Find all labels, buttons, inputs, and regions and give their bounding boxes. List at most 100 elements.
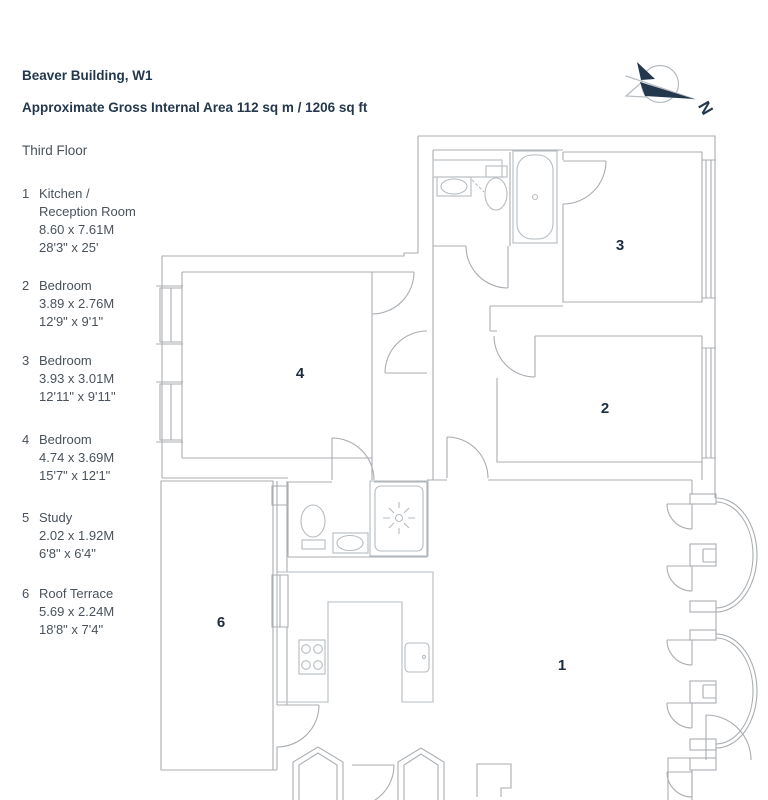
area-line: Approximate Gross Internal Area 112 sq m…	[22, 100, 368, 115]
room-metric: 8.60 x 7.61M	[39, 222, 115, 237]
bay1-door-leaf-top	[666, 503, 693, 530]
bay3-door-leaf	[666, 771, 693, 798]
toilet2-tank	[301, 539, 326, 550]
room-metric: 3.93 x 3.01M	[39, 371, 115, 386]
walls	[156, 135, 717, 800]
terrace-outline	[160, 480, 274, 771]
sink2-icon	[336, 534, 364, 552]
bathroom-sink-icon	[440, 178, 468, 195]
room-name: Roof Terrace	[39, 586, 114, 601]
plan-label-room1: 1	[558, 657, 566, 674]
room-metric: 5.69 x 2.24M	[39, 604, 115, 619]
room-imperial: 28'3" x 25'	[39, 240, 99, 255]
room-name: Bedroom	[39, 278, 92, 293]
door-kitchen	[276, 704, 320, 748]
room-list-item-6: 6 Roof Terrace 5.69 x 2.24M 18'8" x 7'4"	[22, 585, 114, 639]
right-wall-segments	[667, 612, 717, 800]
room-metric: 4.74 x 3.69M	[39, 450, 115, 465]
room-name: Bedroom	[39, 353, 92, 368]
room4-window-upper	[156, 285, 183, 345]
toilet2-icon	[300, 504, 326, 538]
shower-head-icon	[383, 502, 415, 534]
room-number: 1	[22, 186, 30, 201]
room2-window	[702, 347, 716, 459]
door-bottom-right	[705, 714, 752, 761]
door-bathroom	[465, 245, 509, 289]
bathroom-walls	[432, 150, 511, 247]
room3-walls	[562, 151, 703, 303]
bay-window-bottom-mid	[397, 747, 445, 800]
room-name: Study	[39, 510, 73, 525]
room-number: 6	[22, 586, 30, 601]
bay2-arc	[715, 633, 758, 749]
shower-room-window	[271, 485, 289, 506]
bottom-wall-stub	[476, 763, 512, 797]
room-metric: 2.02 x 1.92M	[39, 528, 115, 543]
room-list-item-4: 4 Bedroom 4.74 x 3.69M 15'7" x 12'1"	[22, 431, 114, 485]
sink2-unit	[332, 532, 369, 554]
room-list-item-3: 3 Bedroom 3.93 x 3.01M 12'11" x 9'11"	[22, 352, 116, 406]
room4-walls	[181, 271, 373, 459]
toilet-tank	[485, 165, 508, 178]
room-number: 3	[22, 353, 30, 368]
door-room1	[446, 436, 489, 479]
shower-room-walls	[287, 481, 428, 558]
plan-label-room4: 4	[296, 365, 305, 382]
kitchen-sink-icon	[404, 642, 430, 673]
room-number: 2	[22, 278, 30, 293]
outer-wall-top-right	[418, 135, 716, 498]
room2-walls	[496, 335, 703, 463]
bathtub-drain	[531, 193, 539, 201]
shower-tray	[374, 485, 424, 552]
bay2-door-leaf-bottom	[666, 702, 693, 729]
door-hall-top	[371, 271, 415, 315]
bathtub-icon	[516, 154, 554, 240]
door-room2	[493, 335, 536, 378]
room-list-item-5: 5 Study 2.02 x 1.92M 6'8" x 6'4"	[22, 509, 114, 563]
door-shower-room	[331, 437, 375, 481]
door-hall-mid	[384, 330, 428, 374]
bay1-arc	[715, 497, 758, 613]
room-list-item-2: 2 Bedroom 3.89 x 2.76M 12'9" x 9'1"	[22, 277, 114, 331]
plan-label-room6: 6	[217, 614, 225, 631]
stove-icon	[298, 639, 326, 675]
room-metric: 3.89 x 2.76M	[39, 296, 115, 311]
room-imperial: 18'8" x 7'4"	[39, 622, 104, 637]
room-number: 4	[22, 432, 30, 447]
outer-wall-left	[161, 136, 419, 478]
sink-unit	[436, 176, 472, 197]
compass-needle-small	[637, 62, 655, 80]
kitchen-counter	[276, 571, 434, 703]
floor-name: Third Floor	[22, 143, 88, 158]
plan-label-room3: 3	[616, 237, 624, 254]
shower-enclosure	[369, 480, 429, 557]
room-imperial: 15'7" x 12'1"	[39, 468, 111, 483]
room-imperial: 12'9" x 9'1"	[39, 314, 104, 329]
right-bay-windows	[666, 493, 758, 798]
room-name: Kitchen /	[39, 186, 90, 201]
toilet-icon	[484, 177, 508, 211]
bay1-door-leaf-bottom	[666, 565, 693, 592]
compass-needle-large	[640, 82, 694, 99]
room-list-item-1: 1 Kitchen / Reception Room 8.60 x 7.61M …	[22, 185, 136, 257]
bathtub-surround	[512, 150, 558, 244]
room-imperial: 12'11" x 9'11"	[39, 389, 116, 404]
room-name-line2: Reception Room	[39, 204, 136, 219]
building-title: Beaver Building, W1	[22, 68, 153, 83]
door-room3	[562, 160, 607, 205]
kitchen-window	[271, 574, 289, 628]
vanity-counter	[432, 159, 503, 178]
compass-icon: N	[624, 62, 717, 118]
kitchen-west-wall	[276, 481, 288, 705]
door-bottom-centre	[352, 764, 395, 800]
doors	[276, 160, 752, 800]
room-imperial: 6'8" x 6'4"	[39, 546, 96, 561]
room-name: Bedroom	[39, 432, 92, 447]
room-number: 5	[22, 510, 30, 525]
bay2-door-leaf-top	[666, 639, 693, 666]
room-labels: 3 2 4 1 6	[217, 237, 624, 674]
fixtures	[276, 150, 558, 703]
room4-window-lower	[156, 381, 183, 443]
